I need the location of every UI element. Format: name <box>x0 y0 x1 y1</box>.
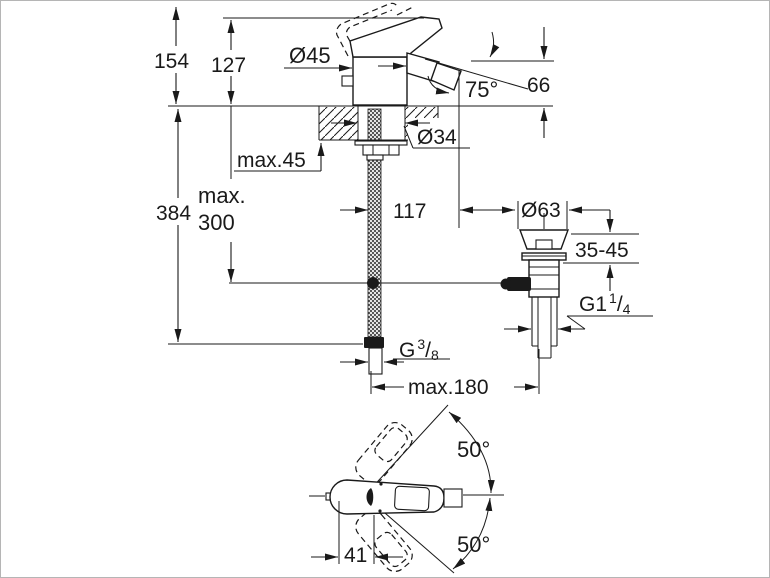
dimension-lines <box>168 7 653 394</box>
dim-max-300-line2: 300 <box>198 210 235 235</box>
dim-diameter-45: Ø45 <box>289 43 331 68</box>
dim-154: 154 <box>154 50 189 73</box>
faucet-side-view <box>335 2 462 106</box>
body-side-tab <box>341 75 354 87</box>
dim-max-180: max.180 <box>408 376 489 399</box>
g38-numerator: 3 <box>417 336 425 352</box>
dim-41: 41 <box>344 544 367 567</box>
g114-slash: / <box>617 293 623 316</box>
handle-dashed-upper <box>355 421 413 485</box>
g38-denominator: 8 <box>431 347 439 363</box>
faucet-body <box>352 56 408 106</box>
dim-66: 66 <box>527 74 550 97</box>
g38-slash: / <box>425 339 431 362</box>
rod-ball-joint <box>367 277 379 289</box>
dim-diameter-63: Ø63 <box>521 199 561 222</box>
dim-384: 384 <box>156 202 191 225</box>
handle-dashed-lower <box>355 509 413 573</box>
dim-angle-50-lower: 50° <box>457 532 490 557</box>
dim-max-45: max.45 <box>237 149 306 172</box>
pop-up-rod <box>229 277 508 289</box>
g38-prefix: G <box>399 339 415 362</box>
dim-127: 127 <box>211 54 246 77</box>
g38-fitting <box>364 337 384 348</box>
cartridge-mark <box>366 488 374 506</box>
handle-raised-dashed-outline <box>335 2 398 57</box>
g114-denominator: 4 <box>623 301 631 317</box>
g114-prefix: G1 <box>579 293 607 316</box>
handle-swivel-top-view <box>309 404 504 574</box>
basin-deck-section <box>168 105 553 141</box>
dimension-labels: 154 127 Ø45 75° 66 Ø34 max.45 384 max. 3… <box>154 43 631 567</box>
g114-numerator: 1 <box>609 290 617 306</box>
dim-35-45: 35-45 <box>575 239 629 262</box>
supply-hose <box>354 108 408 375</box>
dim-angle-75: 75° <box>465 77 498 102</box>
rod-clamp <box>507 277 531 291</box>
dim-117: 117 <box>393 200 426 223</box>
faucet-lever <box>349 16 443 58</box>
dim-max-300-line1: max. <box>198 183 246 208</box>
pop-up-waste <box>500 213 570 359</box>
spout-aerator-end <box>430 62 462 91</box>
spout-stub <box>443 488 463 508</box>
dim-angle-50-upper: 50° <box>457 437 490 462</box>
dim-diameter-34: Ø34 <box>417 126 457 149</box>
